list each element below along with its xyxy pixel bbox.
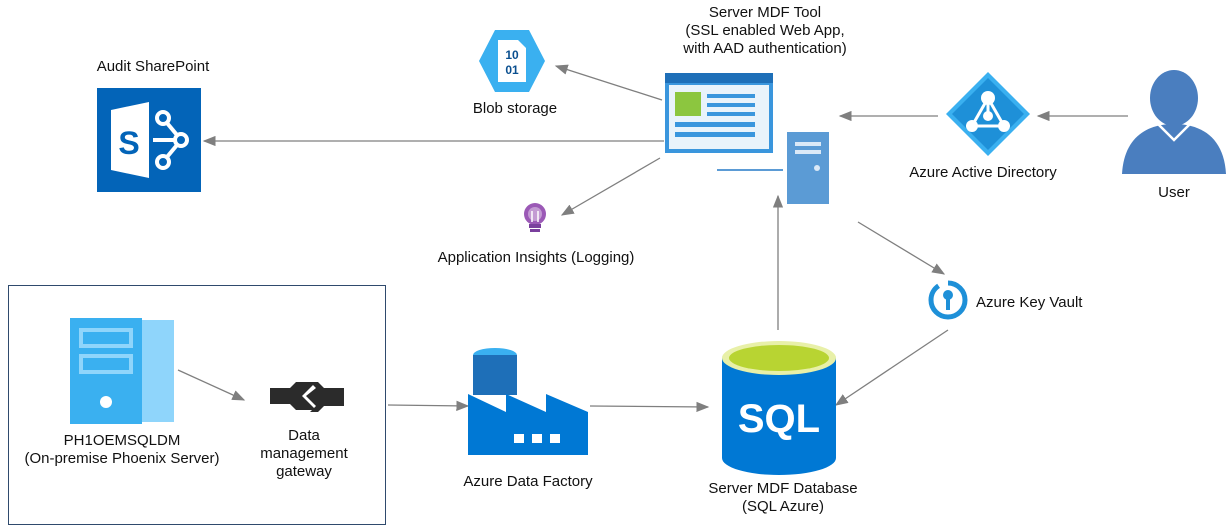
server-icon [70,318,174,424]
blob-glyph-top: 10 [505,48,519,62]
blob-glyph-bottom: 01 [505,63,519,77]
server-tool-subtitle-2: with AAD authentication) [683,40,847,57]
server-tool-label: Server MDF Tool (SSL enabled Web App, wi… [655,4,875,58]
arrow-webapp-to-insights [560,157,661,216]
gateway-icon [270,382,344,412]
onprem-server-label: PH1OEMSQLDM (On-premise Phoenix Server) [10,432,234,468]
sharepoint-label: Audit SharePoint [96,58,210,75]
data-factory-icon [468,348,588,455]
application-insights-label: Application Insights (Logging) [437,249,635,266]
sharepoint-glyph: S [118,125,139,161]
gateway-label-3: gateway [276,463,332,480]
arrow-gateway-to-factory [387,400,470,412]
gateway-label-1: Data [288,427,320,444]
server-tool-title: Server MDF Tool [708,4,822,21]
arrow-server-to-gateway [177,369,246,401]
azure-active-directory-icon [946,72,1030,156]
user-label: User [1158,184,1190,201]
onprem-server-name: PH1OEMSQLDM [63,432,181,449]
server-tool-subtitle-1: (SSL enabled Web App, [685,22,845,39]
sql-database-label: Server MDF Database (SQL Azure) [690,480,876,516]
blob-storage-label: Blob storage [472,100,558,117]
web-app-icon [665,73,829,204]
on-premise-boundary [8,285,386,525]
arrow-keyvault-to-sql [834,329,949,406]
application-insights-icon [524,203,546,232]
data-factory-label: Azure Data Factory [463,473,593,490]
user-icon [1122,70,1226,174]
sharepoint-icon: S [97,88,201,192]
azure-active-directory-label: Azure Active Directory [909,164,1057,181]
sql-database-name: Server MDF Database [708,480,858,497]
sql-database-icon: SQL [722,341,836,475]
sql-glyph: SQL [738,397,820,441]
gateway-label: Data management gateway [246,427,362,481]
sql-database-desc: (SQL Azure) [742,498,824,515]
key-vault-label: Azure Key Vault [976,294,1083,311]
arrow-webapp-to-blob [554,64,663,101]
blob-storage-icon: 10 01 [479,30,545,92]
key-vault-icon [928,280,968,320]
arrow-webapp-to-keyvault [857,221,946,275]
arrow-factory-to-sql [589,401,710,413]
onprem-server-desc: (On-premise Phoenix Server) [24,450,220,467]
gateway-label-2: management [260,445,348,462]
